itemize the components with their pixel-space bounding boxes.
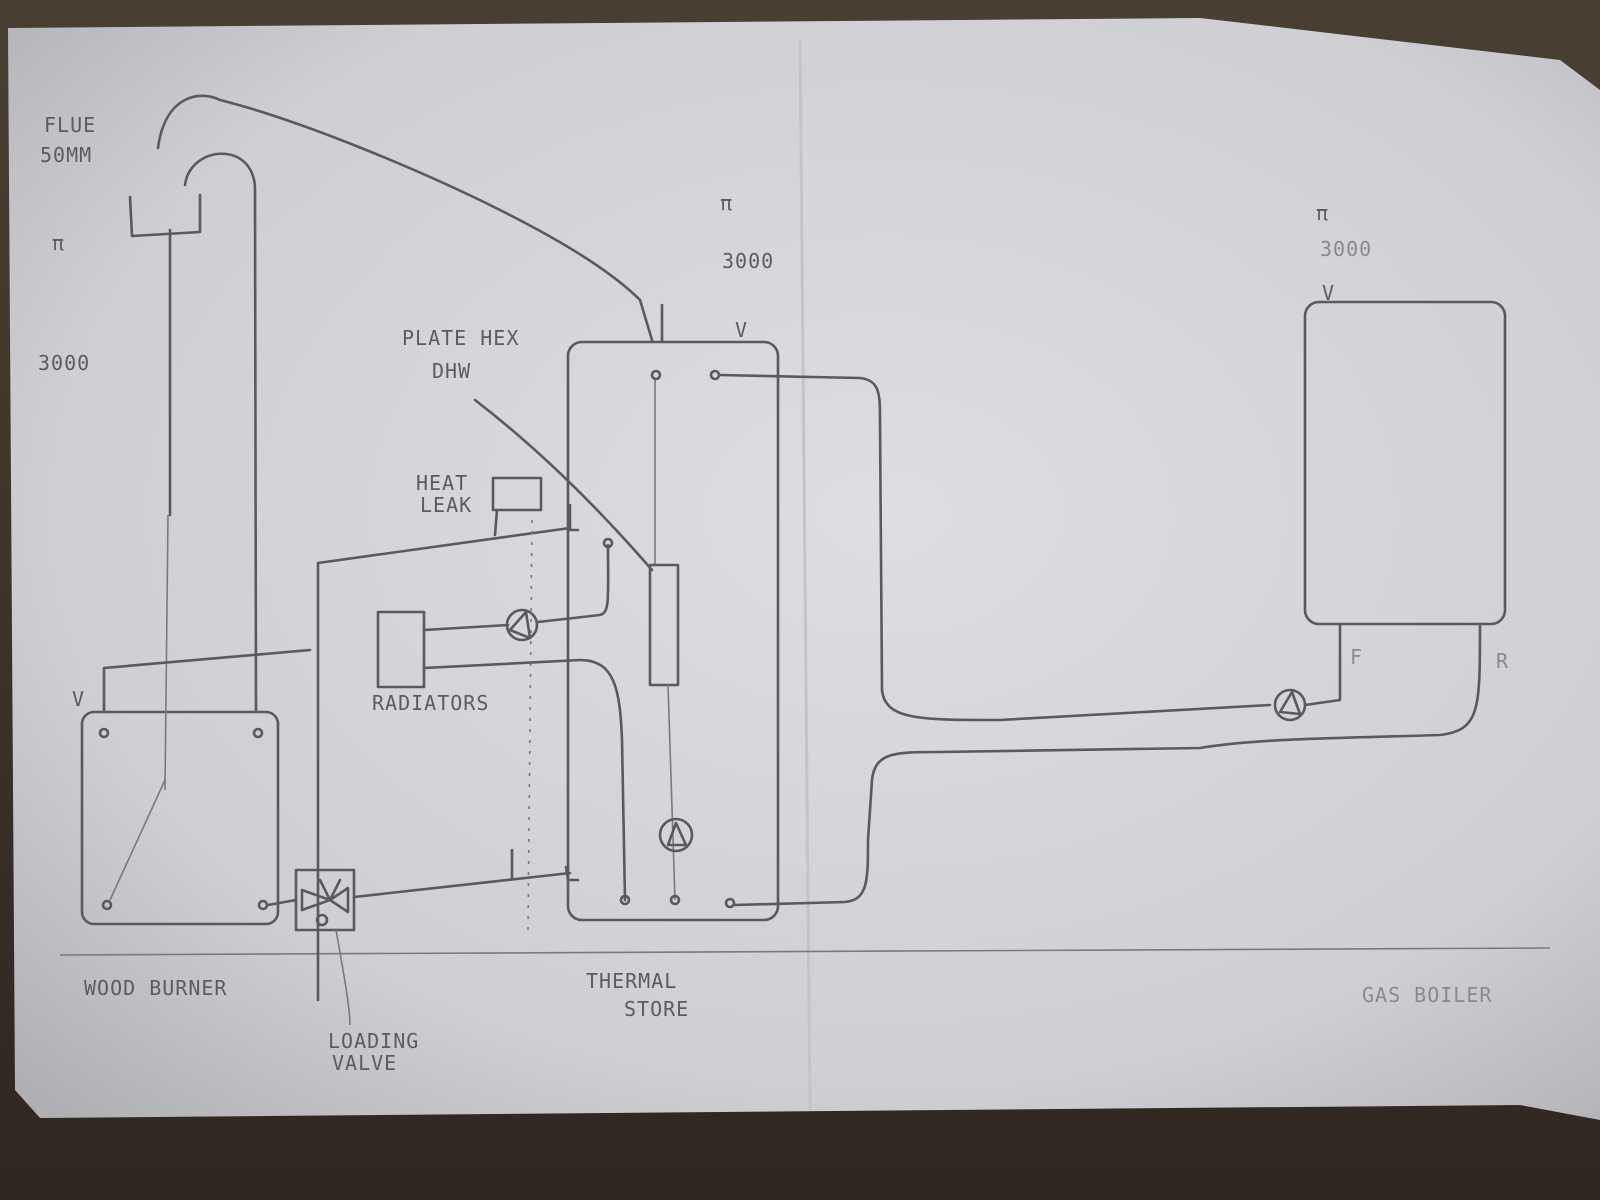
pump-icon — [658, 817, 694, 853]
heat-leak-label: HEAT — [416, 471, 468, 495]
radiators-box — [376, 610, 426, 689]
dhw-pointer — [473, 398, 654, 572]
flue-pipe-lower — [164, 514, 169, 791]
loading-valve-label-2: VALVE — [332, 1051, 397, 1075]
wood-burner-box — [80, 710, 280, 926]
vent-symbol: π — [52, 231, 65, 255]
flue-size-label: 50MM — [40, 143, 92, 167]
pump-icon — [505, 608, 539, 642]
pump-triangle — [1278, 690, 1302, 716]
radiators-label: RADIATORS — [372, 691, 489, 715]
floor-line — [59, 947, 1551, 956]
dhw-label: DHW — [432, 359, 471, 383]
port — [669, 894, 681, 906]
bracket — [564, 865, 580, 882]
loading-valve-icon — [300, 878, 350, 914]
port — [101, 899, 113, 911]
valve-port — [315, 913, 329, 927]
loading-pipe-return — [352, 871, 572, 899]
valve-symbol: V — [735, 318, 748, 342]
gas-boiler-label: GAS BOILER — [1362, 983, 1492, 1007]
plate-hex-label: PLATE HEX — [402, 326, 519, 350]
store-internal-pipe — [667, 684, 676, 901]
radiator-return — [422, 658, 627, 902]
radiator-flow — [422, 543, 610, 632]
thermal-store-label-2: STORE — [624, 997, 689, 1021]
valve-symbol: V — [72, 687, 85, 711]
wood-burner-height: 3000 — [38, 351, 90, 375]
pump-triangle — [666, 821, 688, 847]
feed-pipe — [102, 648, 312, 714]
boiler-flow-riser — [1303, 623, 1342, 707]
store-height: 3000 — [722, 249, 774, 273]
boiler-flow-pipe — [718, 373, 1272, 722]
flue-hood — [183, 152, 258, 714]
thermal-store-box — [566, 340, 780, 922]
flue-label: FLUE — [44, 113, 96, 137]
port — [98, 727, 110, 739]
heat-leak-pipe — [493, 508, 499, 537]
paper-fold — [798, 39, 812, 1111]
bracket — [568, 503, 580, 532]
return-label: R — [1496, 649, 1509, 673]
loading-pipe — [266, 898, 298, 907]
flue-cowl — [128, 193, 202, 238]
heat-leak-feed — [316, 526, 572, 1002]
boiler-height: 3000 — [1320, 237, 1372, 261]
valve-symbol: V — [1322, 281, 1335, 305]
heat-leak-label-2: LEAK — [420, 493, 472, 517]
pump-triangle — [508, 610, 532, 640]
plate-hex-box — [648, 563, 680, 687]
internal-line — [109, 779, 166, 901]
gas-boiler-box — [1303, 300, 1507, 626]
vent-symbol: π — [1316, 201, 1329, 225]
port — [252, 727, 264, 739]
port — [724, 897, 736, 909]
leader-line — [335, 929, 351, 1026]
heat-leak-box — [491, 476, 543, 512]
loading-valve-label: LOADING — [328, 1029, 419, 1053]
port — [650, 369, 662, 381]
thermal-store-label: THERMAL — [586, 969, 677, 993]
vent-symbol: π — [720, 191, 733, 215]
port — [602, 537, 614, 549]
boiler-return-pipe — [733, 622, 1482, 907]
wood-burner-label: WOOD BURNER — [84, 976, 227, 1000]
dotted-line — [527, 519, 533, 931]
flow-label: F — [1350, 645, 1363, 669]
vent-pipe — [156, 94, 654, 342]
